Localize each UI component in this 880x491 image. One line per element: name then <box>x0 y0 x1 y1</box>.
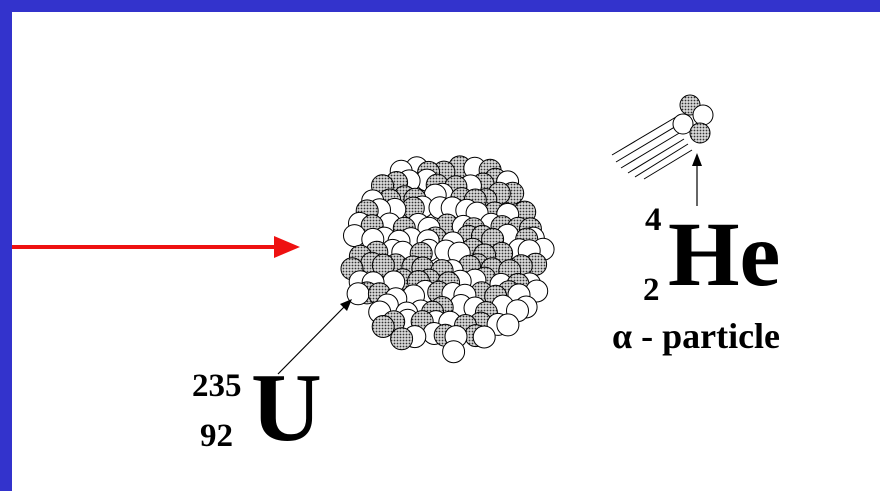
uranium-pointer-arrow <box>277 299 352 375</box>
helium-atomic-number: 2 <box>643 272 660 308</box>
helium-pointer-arrow <box>692 153 702 206</box>
nucleon <box>371 315 395 338</box>
nucleon <box>390 327 414 351</box>
helium-mass-number: 4 <box>645 202 662 238</box>
nucleon <box>371 253 395 277</box>
alpha-particle-caption: α - particle <box>612 316 780 356</box>
incoming-arrow <box>12 236 300 258</box>
helium-symbol: He <box>668 203 780 305</box>
nucleon <box>496 313 520 337</box>
uranium-atomic-number: 92 <box>200 418 233 454</box>
uranium-nucleus <box>340 155 555 364</box>
nucleon <box>472 325 496 349</box>
uranium-symbol: U <box>251 354 322 462</box>
nucleon <box>442 340 466 364</box>
alpha-particle <box>611 94 714 180</box>
uranium-mass-number: 235 <box>192 368 242 404</box>
